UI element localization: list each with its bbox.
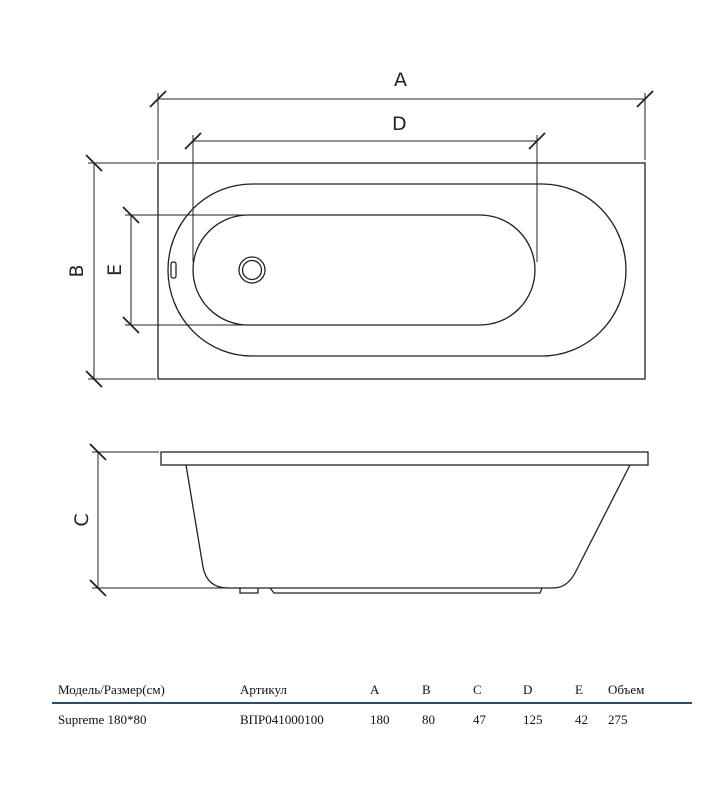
cell-volume: 275 <box>608 712 628 727</box>
drain-hole-inner <box>241 259 263 281</box>
tub-bottom-outline <box>192 214 536 326</box>
tub-outer-rim <box>157 162 646 380</box>
table-row: Supreme 180*80 ВПР041000100 180 80 47 12… <box>52 708 692 730</box>
header-model: Модель/Размер(см) <box>58 682 165 697</box>
tub-side-rim <box>160 451 649 466</box>
cell-d: 125 <box>523 712 543 727</box>
dimension-label-b: B <box>66 264 88 277</box>
header-article: Артикул <box>240 682 287 697</box>
dimension-e <box>122 206 248 334</box>
dimension-a <box>149 90 654 160</box>
header-a: A <box>370 682 380 697</box>
header-e: E <box>575 682 583 697</box>
drain-hole <box>238 256 266 284</box>
cell-a: 180 <box>370 712 390 727</box>
specification-table: Модель/Размер(см) Артикул A B C D E Объе… <box>52 678 692 730</box>
cell-article: ВПР041000100 <box>240 712 324 727</box>
dimension-label-e: E <box>104 264 126 276</box>
tub-side-feet <box>239 587 543 594</box>
tub-inner-basin <box>167 183 627 357</box>
header-b: B <box>422 682 431 697</box>
overflow-slot <box>170 261 177 279</box>
dimension-label-c: C <box>71 513 93 526</box>
dimension-b <box>85 154 156 388</box>
header-d: D <box>523 682 533 697</box>
cell-c: 47 <box>473 712 486 727</box>
cell-model: Supreme 180*80 <box>58 712 147 727</box>
header-c: C <box>473 682 482 697</box>
cell-b: 80 <box>422 712 435 727</box>
dimension-d <box>184 132 546 262</box>
header-volume: Объем <box>608 682 645 697</box>
dimension-label-a: A <box>394 69 407 91</box>
cell-e: 42 <box>575 712 588 727</box>
table-header-row: Модель/Размер(см) Артикул A B C D E Объе… <box>52 678 692 700</box>
bathtub-technical-drawing: A D B E C <box>66 69 654 597</box>
dimension-c <box>89 443 230 597</box>
table-divider <box>52 702 692 704</box>
dimension-label-d: D <box>392 113 407 135</box>
tub-side-body <box>185 464 631 589</box>
